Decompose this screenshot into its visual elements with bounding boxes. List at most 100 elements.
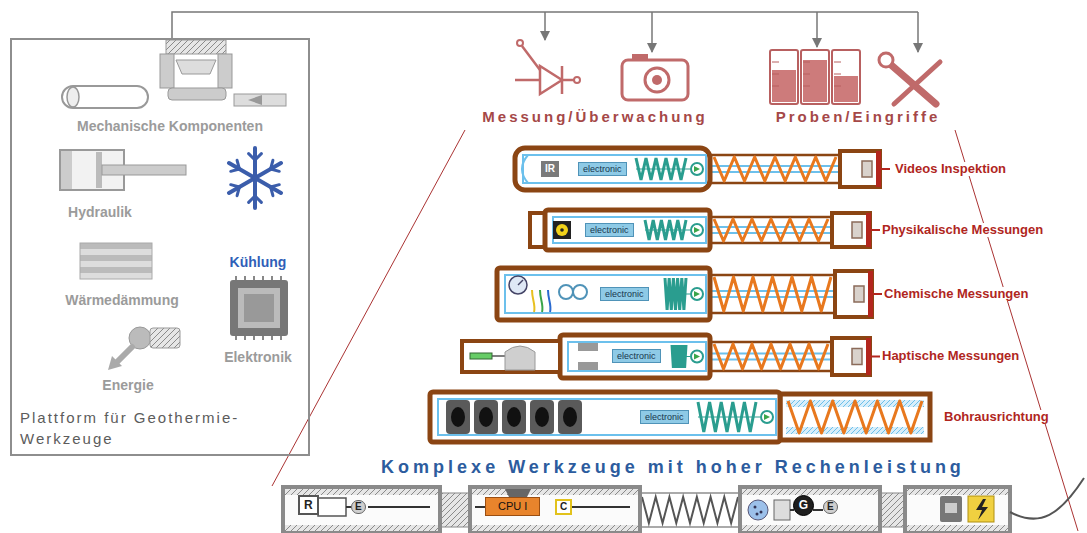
illustration-part: [866, 338, 871, 375]
tool-label: Bohrausrichtung: [942, 410, 1051, 425]
illustration-part: [80, 267, 152, 273]
illustration-part: [568, 342, 706, 371]
illustration-part: [698, 417, 760, 418]
illustration-part: [522, 46, 540, 70]
illustration-part: [237, 160, 239, 169]
illustration-part: [474, 400, 498, 434]
tool-body: electronicChemische Messungen: [497, 268, 872, 320]
illustration-part: [470, 353, 492, 359]
illustration-part: [770, 50, 798, 104]
tool-drawing: [515, 148, 890, 190]
part-label: R: [304, 498, 313, 512]
illustration-part: [559, 285, 573, 299]
illustration-part: [505, 346, 535, 370]
illustration-part: [255, 178, 281, 193]
illustration-part: [150, 328, 180, 348]
illustration-part: [530, 213, 545, 247]
illustration-part: [764, 414, 770, 420]
illustration-part: [691, 224, 703, 236]
illustration-part: [517, 40, 523, 46]
illustration-part: [714, 157, 836, 181]
illustration-part: [451, 407, 465, 427]
illustration-part: [61, 151, 72, 189]
illustration-part: [560, 335, 710, 378]
illustration-part: [803, 62, 810, 86]
illustration-part: [502, 400, 526, 434]
illustration-part: [873, 293, 882, 295]
illustration-part: [852, 222, 862, 238]
illustration-part: [834, 62, 841, 86]
illustration-part: [479, 407, 493, 427]
illustration-part: [230, 280, 288, 336]
illustration-part: [532, 290, 535, 312]
illustration-part: [780, 394, 930, 440]
task-icons: [515, 40, 940, 104]
tool-drawing: [462, 335, 880, 378]
illustration-part: [472, 525, 638, 531]
part-label: G: [799, 498, 808, 512]
illustration-part: [472, 489, 638, 495]
illustration-part: [462, 341, 560, 372]
illustration-part: [540, 66, 562, 94]
illustration-part: [968, 496, 994, 522]
electronics-label: electronic: [578, 162, 627, 176]
illustration-part: [905, 487, 1010, 533]
tool-label: Haptische Messungen: [880, 349, 1021, 364]
illustration-part: [879, 53, 893, 67]
illustration-part: [255, 163, 281, 178]
illustration-part: [470, 487, 640, 533]
illustration-part: [102, 165, 186, 175]
illustration-part: [62, 86, 148, 108]
illustration-part: [691, 288, 703, 300]
electronics-label: electronic: [600, 287, 649, 301]
illustration-part: [832, 338, 870, 375]
illustration-part: [714, 219, 828, 241]
module-pill: E: [351, 500, 366, 514]
illustration-part: [642, 497, 738, 523]
illustration-part: [229, 163, 255, 178]
illustration-part: [645, 230, 690, 231]
illustration-part: [271, 187, 273, 196]
resistor-box: R: [298, 495, 319, 515]
illustration-part: [255, 154, 261, 160]
illustration-part: [801, 50, 829, 104]
feed-arrow: [651, 12, 653, 52]
illustration-part: [80, 249, 152, 255]
illustration-part: [231, 185, 240, 187]
electronics-label: electronic: [640, 410, 689, 424]
illustration-part: [507, 407, 521, 427]
illustration-part: [285, 525, 438, 531]
illustration-part: [446, 400, 470, 434]
illustration-part: [854, 286, 864, 302]
illustration-part: [553, 217, 706, 243]
illustration-part: [622, 60, 688, 100]
illustration-part: [894, 62, 940, 104]
illustration-part: [1010, 478, 1084, 519]
illustration-part: [866, 213, 871, 247]
illustration-part: [67, 87, 79, 107]
illustration-part: [852, 349, 862, 365]
illustration-part: [832, 213, 870, 247]
illustration-part: [80, 261, 152, 267]
illustration-part: [248, 95, 262, 105]
illustration-part: [788, 401, 922, 433]
illustration-part: [505, 275, 706, 313]
electronics-label: electronic: [585, 223, 634, 237]
illustration-part: [116, 347, 132, 363]
illustration-part: [714, 277, 831, 311]
illustration-part: [742, 525, 878, 531]
illustration-part: [868, 271, 873, 317]
feed-arrow: [544, 12, 546, 40]
illustration-part: [832, 50, 860, 104]
illustration-part: [108, 356, 122, 370]
module-pill: E: [823, 500, 838, 514]
illustration-part: [505, 489, 531, 497]
illustration-part: [694, 291, 700, 297]
tool-drawing: [430, 392, 930, 442]
illustration-part: [80, 255, 152, 261]
illustration-part: [558, 400, 582, 434]
tool-body: IRelectronicVideos Inspektion: [515, 148, 880, 190]
illustration-part: [940, 496, 962, 522]
illustration-part: [645, 68, 669, 92]
